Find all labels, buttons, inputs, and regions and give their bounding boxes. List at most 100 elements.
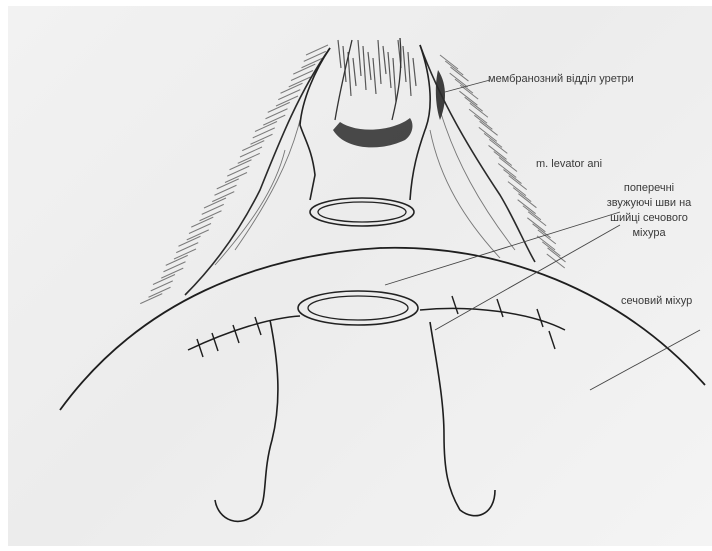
hatch-stroke [293,64,315,74]
hatch-stroke [151,281,173,291]
hatch-stroke [281,83,303,93]
hatch-stroke [548,248,566,262]
hatch-stroke [242,141,264,151]
hatch-stroke [149,287,171,297]
leader-line-bladder [590,330,700,390]
suture-thread-right [430,322,495,516]
hatch-stroke [358,40,361,76]
hatch-stroke [484,133,502,147]
hatch-stroke [153,275,175,285]
hatch-stroke [455,79,473,93]
hatch-stroke [176,243,198,253]
suture-stitch [255,317,261,335]
hatch-stroke [174,249,196,259]
suture-stitch [212,333,218,351]
hatch-stroke [363,46,366,90]
hatch-stroke [445,61,463,75]
hatch-stroke [383,46,386,74]
label-transverse-sutures-line: шийці сечового [596,211,702,226]
hatch-stroke [204,198,226,208]
hatch-stroke [465,97,483,111]
hatch-stroke [494,151,512,165]
hatch-stroke [508,182,526,196]
label-transverse-sutures-line: звужуючі шви на [596,196,702,211]
hatch-stroke [388,52,391,88]
suture-thread-left [215,320,278,521]
hatch-stroke [179,236,201,246]
label-bladder: сечовий міхур [621,294,692,309]
hatch-stroke [373,58,376,94]
hatch-stroke [164,262,186,272]
hatch-stroke [450,73,468,87]
levator-hatching-left [140,45,328,304]
suture-stitch [549,331,555,349]
label-transverse-sutures-line: поперечні [596,181,702,196]
hatch-stroke [498,164,516,178]
leader-line-membranous-urethra [445,80,490,92]
hatch-stroke [338,40,341,68]
hatch-stroke [513,188,531,202]
hatch-stroke [230,160,252,170]
hatch-stroke [450,67,468,81]
hatch-stroke [166,255,188,265]
hatch-stroke [537,236,555,250]
hatch-stroke [263,115,285,125]
levator-ani-left-outline [185,48,330,295]
transverse-suture-line [188,308,565,350]
hatch-stroke [474,115,492,129]
suture-stitch [452,296,458,314]
levator-fibre [440,110,515,250]
hatch-stroke [413,58,416,86]
hatch-stroke [140,294,162,304]
hatch-stroke [393,58,396,102]
hatch-stroke [368,52,371,80]
hatch-stroke [225,173,247,183]
urethra-shadow [333,118,412,147]
hatch-stroke [215,185,237,195]
hatch-stroke [527,218,545,232]
hatch-stroke [403,46,406,82]
suture-stitch [497,299,503,317]
suture-stitch [233,325,239,343]
bladder-neck-inner [308,296,408,320]
hatch-stroke [518,194,536,208]
hatch-stroke [278,90,300,100]
hatch-stroke [266,109,288,119]
hatch-stroke [503,170,521,184]
hatch-stroke [238,153,260,163]
hatch-stroke [480,121,498,135]
suture-stitch [197,339,203,357]
hatch-stroke [469,109,487,123]
hatch-stroke [408,52,411,96]
hatch-stroke [523,206,541,220]
label-transverse-sutures: поперечні звужуючі шви на шийці сечового… [596,181,702,240]
hatch-stroke [253,128,275,138]
hatch-stroke [217,179,239,189]
hatch-stroke [353,58,356,86]
hatch-stroke [479,127,497,141]
hatch-stroke [240,147,262,157]
label-levator-ani: m. levator ani [536,157,602,172]
hatch-stroke [348,52,351,96]
hatch-stroke [470,103,488,117]
hatch-stroke [542,242,560,256]
urethra-shadow-right [436,70,445,120]
hatch-stroke [459,91,477,105]
hatch-stroke [440,55,458,69]
hatch-stroke [255,122,277,132]
label-transverse-sutures-line: міхура [596,226,702,241]
urethra-right-wall [410,45,430,200]
hatch-stroke [268,102,290,112]
hatch-stroke [251,134,273,144]
hatch-stroke [191,217,213,227]
suture-stitch [537,309,543,327]
levator-fibre [430,130,500,258]
hatch-stroke [378,40,381,84]
hatch-stroke [202,204,224,214]
hatch-stroke [212,192,234,202]
hatch-stroke [509,176,527,190]
levator-fibre [235,120,300,250]
hatch-stroke [489,145,507,159]
hatch-stroke [499,158,517,172]
